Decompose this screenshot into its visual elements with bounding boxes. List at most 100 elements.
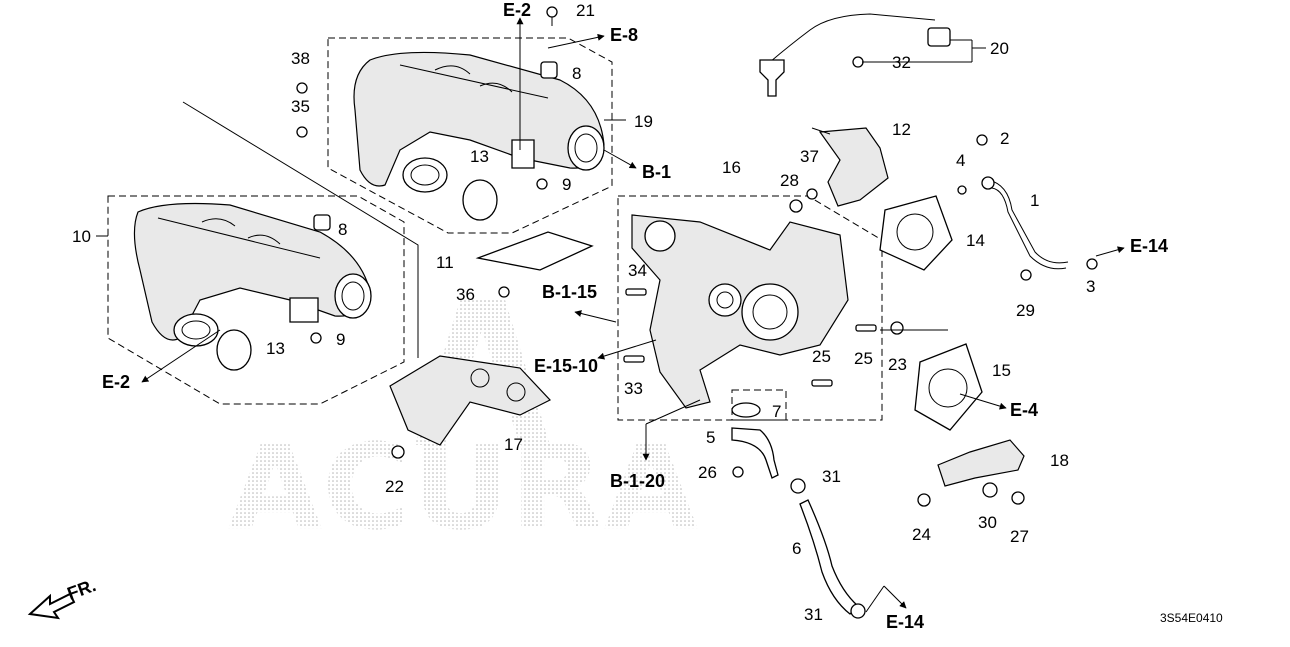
washer-30 [982,482,998,498]
callout-4: 4 [956,151,965,170]
callout-14: 14 [966,231,985,250]
part-callouts: 21 8 38 35 19 13 9 10 8 11 36 9 13 17 22… [72,1,1095,624]
callout-36: 36 [456,285,475,304]
callout-16: 16 [722,158,741,177]
callout-25b: 25 [854,349,873,368]
box-part-10 [107,195,405,405]
bracket-17 [389,355,551,446]
callout-13-left: 13 [266,339,285,358]
callout-19: 19 [634,112,653,131]
washer-4 [957,185,967,195]
ref-e2-top: E-2 [503,0,531,20]
ref-b1-20: B-1-20 [610,471,665,491]
callout-30: 30 [978,513,997,532]
ref-b1: B-1 [642,162,671,182]
clamp-31-bottom [850,603,866,619]
callout-25a: 25 [812,347,831,366]
callout-37: 37 [800,147,819,166]
callout-2: 2 [1000,129,1009,148]
callout-7: 7 [772,402,781,421]
o-ring-13-left [216,329,252,371]
callout-21: 21 [576,1,595,20]
watermark-text: ACURA [228,418,698,556]
leader-lines [96,17,1125,613]
o-ring-13-top [462,179,498,221]
nut-23 [890,321,904,335]
stud-25a [855,324,877,332]
callout-8-left: 8 [338,220,347,239]
callout-5: 5 [706,428,715,447]
direction-label: FR. [65,575,99,604]
callout-33: 33 [624,379,643,398]
callout-10: 10 [72,227,91,246]
nut-24 [917,493,931,507]
callout-27: 27 [1010,527,1029,546]
callout-12: 12 [892,120,911,139]
gasket-15 [914,343,983,431]
callout-32: 32 [892,53,911,72]
collar-8-top [540,61,558,79]
bolt-37 [806,188,818,200]
callout-15: 15 [992,361,1011,380]
callout-9-top: 9 [562,175,571,194]
callout-20: 20 [990,39,1009,58]
hose-6 [799,499,859,615]
pipe-5 [731,427,779,479]
clip-32 [852,56,864,68]
bolt-21 [546,6,558,18]
sensor-20 [759,13,951,97]
callout-17: 17 [504,435,523,454]
ref-e8: E-8 [610,25,638,45]
gasket-14 [879,195,953,271]
bolt-22 [391,445,405,459]
washer-3 [1086,258,1098,270]
bolt-27 [1011,491,1025,505]
callout-31-top: 31 [822,467,841,486]
callout-22: 22 [385,477,404,496]
ref-e2-left: E-2 [102,372,130,392]
bolt-29 [1020,269,1032,281]
actuator-bracket-12 [811,127,889,207]
callout-1: 1 [1030,191,1039,210]
stud-25b [811,379,833,387]
ref-e4: E-4 [1010,400,1038,420]
callout-29: 29 [1016,301,1035,320]
bolt-9-top [536,178,548,190]
callout-9-left: 9 [336,330,345,349]
section-divider-line [182,101,419,358]
ref-e15-10: E-15-10 [534,356,598,376]
callout-8-top: 8 [572,64,581,83]
bolt-9-left [310,332,322,344]
intake-pipe-10 [133,202,372,347]
callout-28: 28 [780,171,799,190]
stud-33 [623,355,645,363]
callout-24: 24 [912,525,931,544]
bolt-38 [296,82,308,94]
plate-11 [475,231,594,271]
callout-34: 34 [628,261,647,280]
callout-13-top: 13 [470,147,489,166]
callout-3: 3 [1086,277,1095,296]
bolt-28 [789,199,803,213]
callout-11: 11 [436,253,454,272]
ref-e14-right: E-14 [1130,236,1168,256]
bolt-2 [976,134,988,146]
bolt-36 [498,286,510,298]
nut-35 [296,126,308,138]
collar-8-left [313,214,331,231]
callout-38: 38 [291,49,310,68]
front-direction-arrow-icon: FR. [27,575,99,620]
bracket-18 [937,439,1025,487]
diagram-code: 3S54E0410 [1160,611,1223,625]
callout-31-bottom: 31 [804,605,823,624]
pipe-1 [981,176,1069,270]
stud-34 [625,288,647,296]
intake-pipe-19 [353,51,605,193]
callout-23: 23 [888,355,907,374]
callout-35: 35 [291,97,310,116]
acura-watermark: ACURA [228,300,698,556]
clamp-31-top [790,478,806,494]
gasket-7 [731,402,761,418]
callout-18: 18 [1050,451,1069,470]
ref-b1-15: B-1-15 [542,282,597,302]
